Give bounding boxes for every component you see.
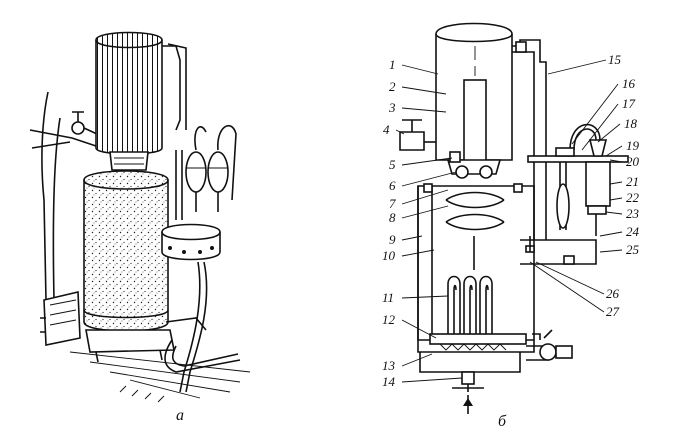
callout-24: 24 — [626, 224, 640, 239]
callout-8: 8 — [389, 210, 396, 225]
callout-11: 11 — [382, 290, 394, 305]
callout-22: 22 — [626, 190, 640, 205]
callout-9: 9 — [389, 232, 396, 247]
callout-1: 1 — [389, 57, 396, 72]
callout-16: 16 — [622, 76, 636, 91]
callout-25: 25 — [626, 242, 640, 257]
floor-hatching — [69, 351, 251, 403]
caption-view-a: а — [176, 407, 184, 424]
callout-10: 10 — [382, 248, 396, 263]
callout-7: 7 — [389, 196, 396, 211]
callout-20: 20 — [626, 154, 640, 169]
callout-14: 14 — [382, 374, 396, 389]
callout-5: 5 — [389, 157, 396, 172]
callout-4: 4 — [383, 122, 390, 137]
heater-coils — [447, 275, 493, 334]
callout-3: 3 — [388, 100, 396, 115]
callout-15: 15 — [608, 52, 622, 67]
callout-labels: 1 2 3 4 5 6 7 8 9 10 11 12 13 14 15 16 1… — [382, 52, 640, 389]
callout-19: 19 — [626, 138, 640, 153]
leader-lines — [395, 59, 623, 383]
callout-13: 13 — [382, 358, 396, 373]
callout-6: 6 — [389, 178, 396, 193]
callout-17: 17 — [622, 96, 636, 111]
view-a: а — [29, 31, 251, 424]
callout-27: 27 — [606, 304, 620, 319]
callout-12: 12 — [382, 312, 396, 327]
callout-2: 2 — [389, 79, 396, 94]
view-b: 1 2 3 4 5 6 7 8 9 10 11 12 13 14 15 16 1… — [382, 22, 640, 430]
callout-18: 18 — [624, 116, 638, 131]
callout-23: 23 — [626, 206, 640, 221]
callout-26: 26 — [606, 286, 620, 301]
caption-view-b: б — [498, 413, 507, 430]
callout-21: 21 — [626, 174, 639, 189]
